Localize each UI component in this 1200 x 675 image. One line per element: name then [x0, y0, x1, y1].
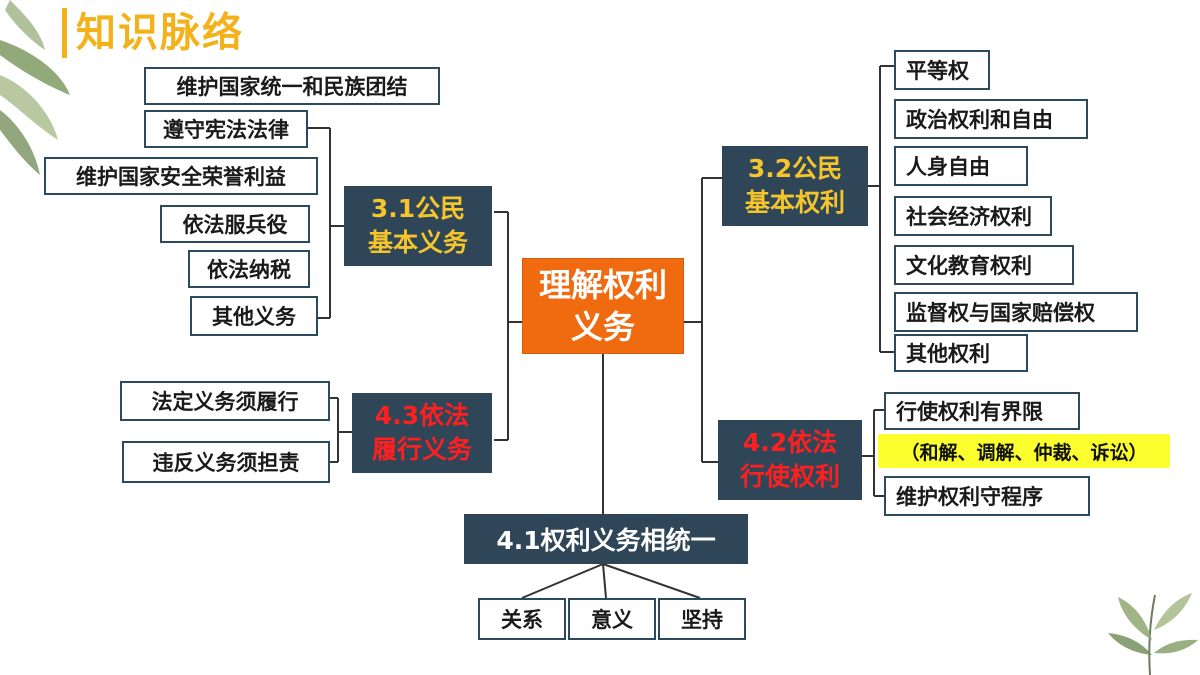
center-node-line2: 义务 [570, 308, 635, 346]
duty-item[interactable]: 遵守宪法法律 [144, 110, 308, 148]
duty-item[interactable]: 依法纳税 [188, 250, 310, 288]
duty-item-label: 维护国家安全荣誉利益 [76, 165, 286, 189]
right-item[interactable]: 人身自由 [894, 146, 1028, 186]
right-item-label: 其他权利 [906, 342, 990, 366]
hub-unity[interactable]: 4.1权利义务相统一 [464, 514, 748, 564]
bamboo-leaf-icon [0, 0, 70, 175]
right-item-label: 人身自由 [906, 155, 990, 179]
duty-item[interactable]: 依法服兵役 [160, 205, 310, 243]
hub-basic-duties-line2: 基本义务 [367, 228, 468, 257]
hub-exercise-rights-line2: 行使权利 [739, 462, 840, 491]
right-item[interactable]: 文化教育权利 [894, 245, 1074, 285]
hub-basic-rights-line1: 3.2公民 [747, 154, 843, 183]
right-item-label: 社会经济权利 [906, 205, 1032, 229]
right-item-label: 政治权利和自由 [906, 108, 1053, 132]
hub-basic-duties[interactable]: 3.1公民 基本义务 [344, 186, 492, 266]
unity-item[interactable]: 坚持 [658, 598, 746, 640]
hub-exercise-rights[interactable]: 4.2依法 行使权利 [718, 420, 862, 500]
right-item[interactable]: 平等权 [894, 50, 990, 90]
hub-basic-rights-line2: 基本权利 [744, 188, 845, 217]
exercise-item[interactable]: 行使权利有界限 [884, 392, 1080, 430]
unity-item-label: 坚持 [681, 608, 723, 632]
hub-basic-duties-line1: 3.1公民 [370, 194, 466, 223]
right-item-label: 平等权 [906, 59, 969, 83]
exercise-item-label: 维护权利守程序 [896, 485, 1043, 509]
hub-fulfill-duties-line2: 履行义务 [371, 435, 472, 464]
right-item[interactable]: 其他权利 [894, 334, 1028, 372]
duty-item-label: 依法服兵役 [182, 213, 288, 237]
right-item-label: 监督权与国家赔偿权 [906, 301, 1095, 325]
resolution-methods-note-text: （和解、调解、仲裁、诉讼） [900, 441, 1148, 464]
page-title: 知识脉络 [76, 10, 244, 56]
hub-exercise-rights-line1: 4.2依法 [742, 428, 838, 457]
hub-fulfill-duties-line1: 4.3依法 [374, 401, 470, 430]
right-item[interactable]: 监督权与国家赔偿权 [894, 292, 1138, 332]
right-item[interactable]: 政治权利和自由 [894, 99, 1088, 139]
duty-item-label: 维护国家统一和民族团结 [176, 75, 408, 99]
title-accent-bar [62, 8, 67, 58]
unity-item[interactable]: 关系 [478, 598, 566, 640]
resolution-methods-note: （和解、调解、仲裁、诉讼） [878, 434, 1170, 468]
fulfill-item-label: 法定义务须履行 [151, 390, 299, 414]
right-item-label: 文化教育权利 [906, 254, 1032, 278]
duty-item-label: 其他义务 [212, 305, 296, 329]
hub-basic-rights[interactable]: 3.2公民 基本权利 [722, 146, 868, 226]
center-node[interactable]: 理解权利 义务 [522, 258, 684, 354]
hub-unity-label: 4.1权利义务相统一 [496, 526, 716, 555]
fulfill-item-label: 违反义务须担责 [152, 451, 300, 475]
bamboo-leaf-icon [1108, 593, 1198, 675]
duty-item-label: 遵守宪法法律 [163, 118, 289, 142]
unity-item[interactable]: 意义 [568, 598, 656, 640]
duty-item-label: 依法纳税 [207, 258, 291, 282]
fulfill-item[interactable]: 法定义务须履行 [120, 381, 330, 421]
hub-fulfill-duties[interactable]: 4.3依法 履行义务 [352, 393, 492, 473]
exercise-item-label: 行使权利有界限 [896, 400, 1043, 424]
duty-item[interactable]: 维护国家安全荣誉利益 [44, 157, 318, 195]
center-node-line1: 理解权利 [538, 266, 667, 304]
unity-item-label: 意义 [591, 608, 633, 632]
right-item[interactable]: 社会经济权利 [894, 196, 1052, 236]
duty-item[interactable]: 其他义务 [190, 296, 318, 336]
exercise-item[interactable]: 维护权利守程序 [884, 476, 1090, 516]
duty-item[interactable]: 维护国家统一和民族团结 [144, 67, 440, 105]
unity-item-label: 关系 [501, 608, 543, 632]
fulfill-item[interactable]: 违反义务须担责 [122, 441, 330, 483]
